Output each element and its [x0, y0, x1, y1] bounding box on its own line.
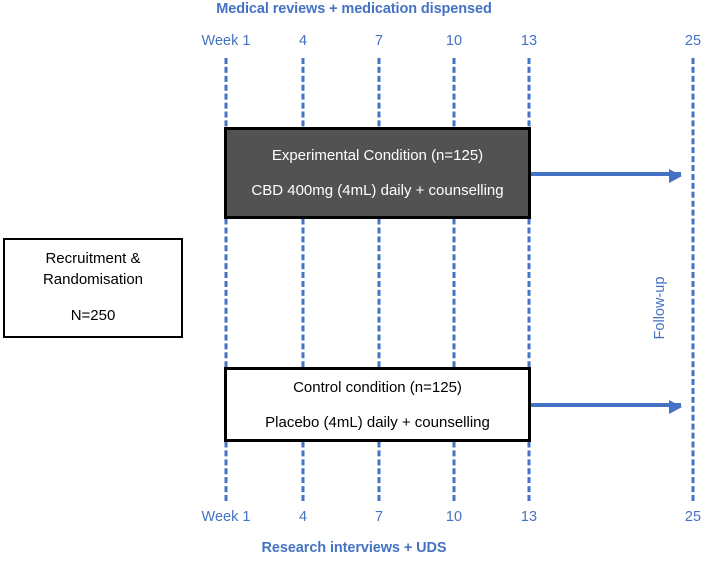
experimental-title: Experimental Condition (n=125) [271, 147, 484, 164]
week-label-top-13: 13 [520, 33, 538, 49]
timeline-tick-week-1 [224, 58, 228, 501]
experimental-condition-box: Experimental Condition (n=125) CBD 400mg… [224, 127, 531, 219]
week-label-top-25: 25 [684, 33, 702, 49]
week-label-top-10: 10 [445, 33, 463, 49]
week-label-bottom-1: Week 1 [201, 509, 251, 525]
week-label-bottom-10: 10 [445, 509, 463, 525]
experimental-followup-arrow-icon [531, 169, 682, 183]
recruitment-box: Recruitment & Randomisation N=250 [3, 238, 183, 338]
timeline-tick-week-4 [301, 58, 305, 501]
timeline-tick-week-25 [691, 58, 695, 501]
control-detail: Placebo (4mL) daily + counselling [265, 413, 490, 431]
bottom-caption: Research interviews + UDS [261, 540, 447, 556]
control-title: Control condition (n=125) [293, 378, 462, 396]
experimental-detail: CBD 400mg (4mL) daily + counselling [251, 182, 504, 199]
week-label-bottom-4: 4 [298, 509, 308, 525]
week-label-top-7: 7 [374, 33, 384, 49]
timeline-tick-week-13 [527, 58, 531, 501]
followup-label: Follow-up [652, 276, 668, 340]
week-label-bottom-7: 7 [374, 509, 384, 525]
recruitment-title-line1: Recruitment & [45, 249, 141, 267]
control-condition-box: Control condition (n=125) Placebo (4mL) … [224, 367, 531, 442]
recruitment-title-line2: Randomisation [42, 270, 144, 288]
timeline-tick-week-7 [377, 58, 381, 501]
top-caption: Medical reviews + medication dispensed [216, 1, 492, 17]
timeline-tick-week-10 [452, 58, 456, 501]
week-label-top-4: 4 [298, 33, 308, 49]
recruitment-n-label: N=250 [70, 307, 116, 325]
week-label-top-1: Week 1 [201, 33, 251, 49]
week-label-bottom-13: 13 [520, 509, 538, 525]
control-followup-arrow-icon [531, 400, 682, 414]
week-label-bottom-25: 25 [684, 509, 702, 525]
